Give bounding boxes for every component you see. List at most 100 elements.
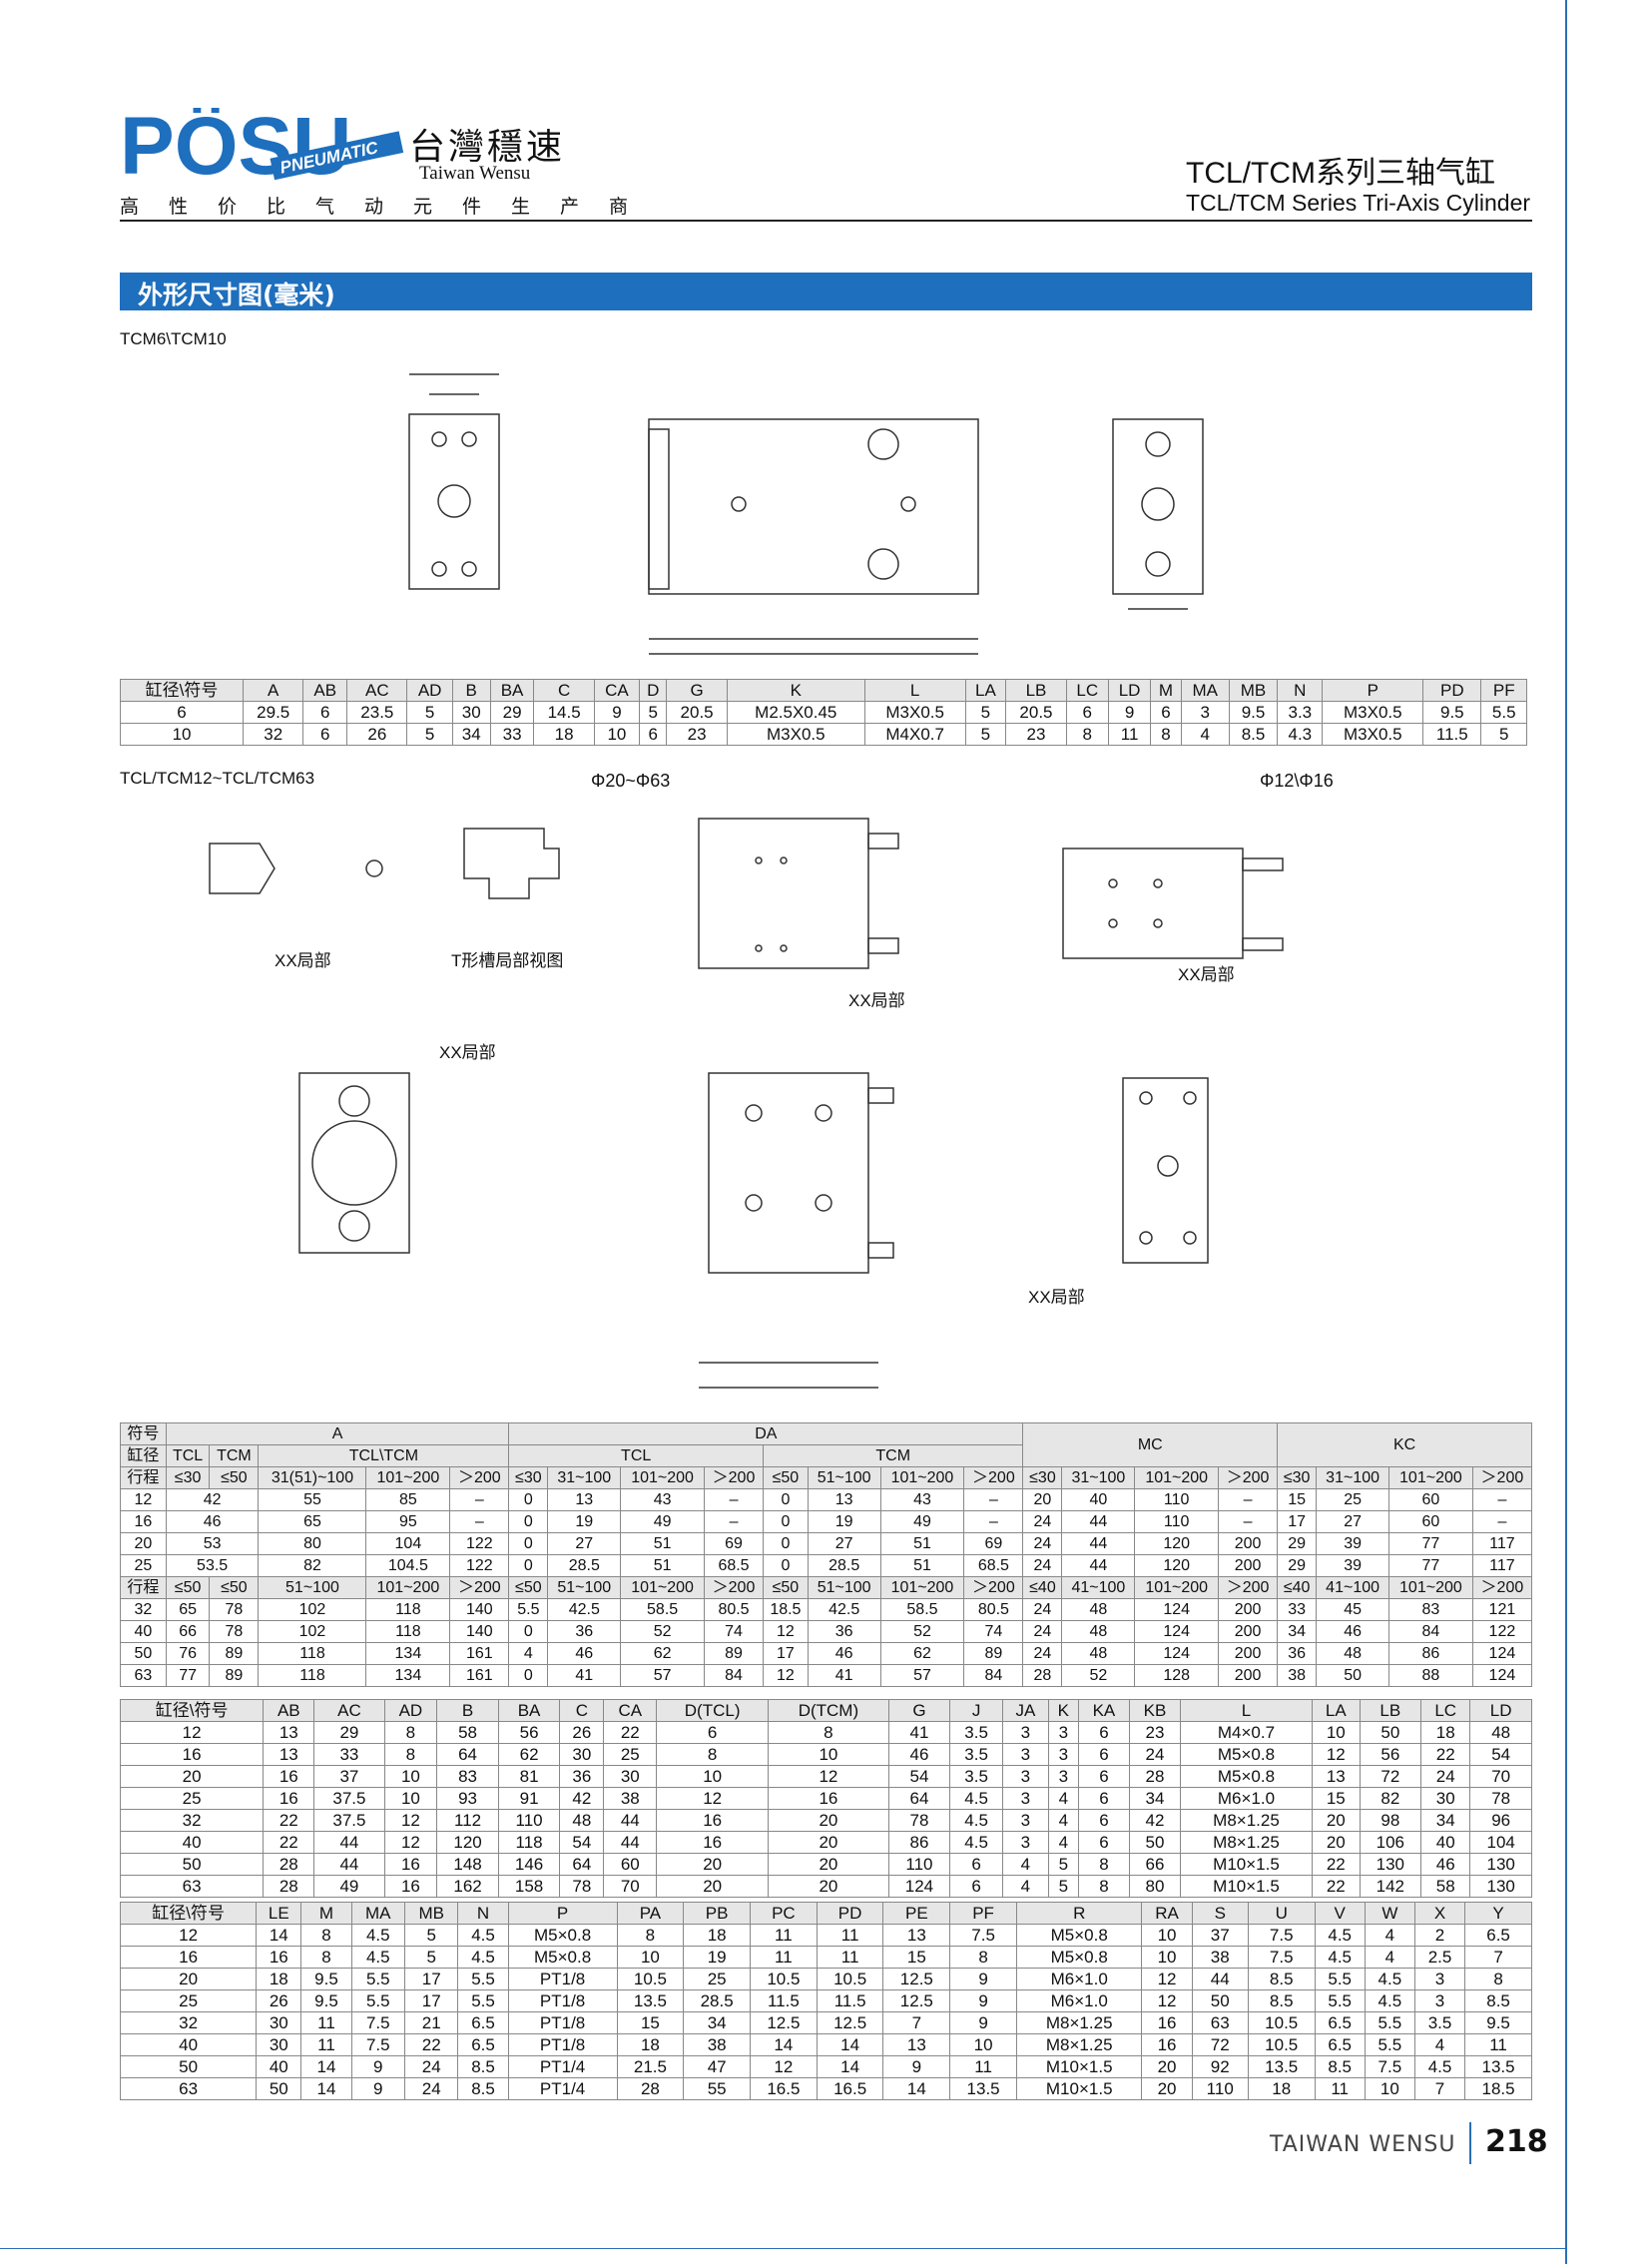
table-cell: 118	[497, 1831, 561, 1854]
table-cell: 0	[763, 1554, 809, 1577]
table-cell: 34	[1420, 1809, 1471, 1832]
table-cell: 4	[1364, 1924, 1415, 1947]
table-cell: 11.5	[750, 1989, 818, 2012]
table-cell: 29	[313, 1721, 385, 1744]
table-cell: 78	[1469, 1787, 1532, 1810]
table-cell: A	[243, 679, 304, 702]
table-cell: 140	[449, 1620, 510, 1643]
table-cell: LE	[256, 1902, 302, 1925]
table-cell: 5.5	[1314, 1989, 1366, 2012]
table-cell: PD	[816, 1902, 884, 1925]
table-cell: 9	[350, 2077, 405, 2100]
table-cell: 40	[256, 2055, 302, 2078]
table-cell: M3X0.5	[863, 701, 966, 724]
table-cell: 58	[436, 1721, 499, 1744]
table-cell: 20	[1312, 1809, 1361, 1832]
table-cell: LA	[964, 679, 1007, 702]
table-cell: 11	[300, 2033, 352, 2056]
table-cell: 10	[656, 1765, 770, 1788]
table-cell: –	[1471, 1488, 1533, 1511]
table-cell: 26	[256, 1989, 302, 2012]
table-cell: 8	[383, 1743, 438, 1766]
table-cell: 0	[508, 1554, 549, 1577]
table-cell: 行程	[120, 1576, 167, 1599]
table-cell: 81	[497, 1765, 561, 1788]
table-cell: AD	[383, 1699, 438, 1722]
table-cell: 5.5	[457, 1968, 509, 1990]
table-cell: 20	[119, 1968, 258, 1990]
table-cell: 11	[816, 1924, 884, 1947]
table-cell: 124	[1134, 1598, 1220, 1621]
table-cell: G	[666, 679, 728, 702]
table-cell: 47	[683, 2055, 752, 2078]
table-cell: 101~200	[620, 1576, 705, 1599]
table-cell: 8.5	[1464, 1989, 1532, 2012]
table-cell: 83	[436, 1765, 499, 1788]
table-cell: 124	[887, 1875, 951, 1898]
table-cell: 6.5	[457, 2011, 509, 2034]
table-cell: 8	[616, 1924, 685, 1947]
table-cell: 28.5	[683, 1989, 752, 2012]
logo-text: PÖSU	[120, 108, 351, 186]
table-cell: 5.5	[350, 1989, 405, 2012]
table-cell: 31~100	[1061, 1466, 1136, 1489]
table-cell: R	[1015, 1902, 1143, 1925]
table-cell: 13	[547, 1488, 622, 1511]
table-cell: 32	[120, 1598, 167, 1621]
table-cell: LD	[1469, 1699, 1532, 1722]
table-cell: 44	[603, 1809, 658, 1832]
table-cell: 3	[1002, 1787, 1049, 1810]
table-cell: 31~100	[547, 1466, 622, 1489]
table-cell: 6	[639, 723, 668, 746]
table-cell: 49	[620, 1510, 705, 1533]
table-cell: 12	[383, 1831, 438, 1854]
table-cell: 15	[1277, 1488, 1318, 1511]
table-cell: 80	[1128, 1875, 1181, 1898]
table-cell: 4	[1002, 1853, 1049, 1876]
table-cell: 10	[383, 1765, 438, 1788]
table-cell: ≤30	[508, 1466, 549, 1489]
page-number: 218	[1485, 2124, 1548, 2159]
table-cell: ≤50	[165, 1576, 211, 1599]
table-cell: 0	[508, 1620, 549, 1643]
table-cell: 28	[1128, 1765, 1181, 1788]
table-cell: 38	[1191, 1946, 1249, 1969]
table-cell: 112	[436, 1809, 499, 1832]
table-cell: 82	[258, 1554, 367, 1577]
table-cell: 77	[165, 1664, 211, 1687]
table-cell: 13	[263, 1721, 315, 1744]
table-cell: 6	[1077, 1787, 1130, 1810]
table-cell: 13	[882, 2033, 951, 2056]
table-cell: 符号	[120, 1422, 167, 1445]
table-cell: M	[1150, 679, 1182, 702]
table-cell: 104	[365, 1532, 451, 1555]
table-cell: 8.5	[1247, 1968, 1316, 1990]
table-cell: 44	[603, 1831, 658, 1854]
table-cell: D(TCM)	[768, 1699, 889, 1722]
table-cell: TCM	[763, 1444, 1024, 1467]
table-cell: KC	[1277, 1422, 1532, 1467]
table-cell: 72	[1191, 2033, 1249, 2056]
table-cell: 10	[768, 1743, 889, 1766]
table-cell: 30	[603, 1765, 658, 1788]
table-cell: M10×1.5	[1015, 2055, 1143, 2078]
table-cell: 161	[449, 1642, 510, 1665]
table-cell: 25	[603, 1743, 658, 1766]
table-cell: 24	[1022, 1598, 1063, 1621]
table-cell: 68.5	[963, 1554, 1024, 1577]
table-cell: 10	[1364, 2077, 1415, 2100]
table-cell: 8	[768, 1721, 889, 1744]
table-cell: 33	[313, 1743, 385, 1766]
table-cell: 44	[1191, 1968, 1249, 1990]
table-cell: 10	[616, 1946, 685, 1969]
table-cell: 24	[1022, 1554, 1063, 1577]
phi2063-label: Φ20~Φ63	[591, 771, 670, 791]
table-cell: 44	[313, 1853, 385, 1876]
